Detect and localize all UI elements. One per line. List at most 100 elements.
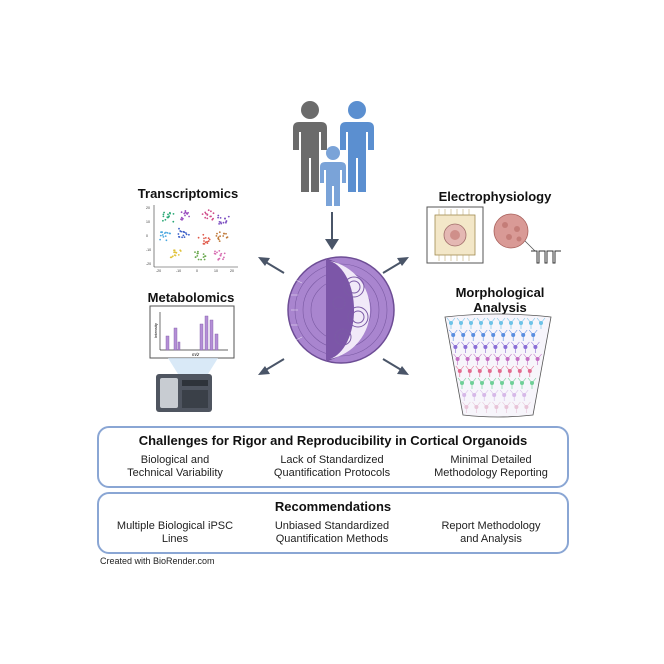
tsne-dot: [223, 252, 226, 255]
tsne-dot: [212, 212, 215, 215]
tsne-dot: [204, 255, 207, 257]
neuron-dendrite: [508, 329, 518, 341]
svg-text:20: 20: [230, 269, 234, 273]
neuron-dendrite: [486, 317, 496, 329]
tsne-dot: [159, 238, 161, 241]
tsne-dot: [213, 252, 216, 255]
tsne-dot: [184, 210, 187, 212]
neuron-dendrite: [458, 329, 468, 341]
tsne-dot: [171, 255, 174, 258]
tsne-dot: [167, 213, 169, 216]
tsne-dot: [194, 256, 197, 258]
tsne-dot: [175, 251, 178, 254]
arrow-down-left-icon: [258, 358, 285, 375]
tsne-dot: [161, 234, 164, 236]
challenge-item-line1: Lack of Standardized: [280, 454, 384, 466]
tsne-dot: [161, 231, 163, 233]
tsne-dot: [202, 233, 205, 236]
tsne-dot: [182, 234, 185, 237]
neuron-dendrite: [451, 341, 460, 353]
tsne-dot: [184, 211, 187, 214]
tsne-dot: [222, 221, 225, 224]
svg-text:-10: -10: [146, 248, 151, 252]
tsne-dot: [220, 252, 223, 255]
challenge-item: Minimal Detailed Methodology Reporting: [421, 454, 561, 480]
credit-text: Created with BioRender.com: [100, 556, 215, 566]
tsne-dot: [223, 256, 225, 259]
tsne-dot: [162, 213, 165, 216]
tsne-dot: [197, 250, 199, 253]
tsne-dot: [206, 213, 209, 216]
tsne-dot: [197, 252, 199, 255]
tsne-dot: [162, 219, 164, 222]
tsne-dot: [168, 232, 171, 235]
tsne-dot: [170, 256, 173, 259]
tsne-dot: [215, 235, 218, 237]
tsne-dot: [218, 240, 221, 242]
svg-text:-10: -10: [176, 269, 181, 273]
neuron-dendrite: [526, 317, 536, 329]
neuron-dendrite: [536, 317, 546, 329]
tsne-dot: [188, 215, 190, 218]
neuron-dendrite: [456, 317, 466, 329]
tsne-dot: [186, 213, 189, 215]
neuron-dendrite: [468, 329, 478, 341]
tsne-dot: [203, 237, 205, 240]
neuron-dendrite: [531, 341, 540, 353]
neuron-dendrite: [511, 341, 520, 353]
tsne-dot: [165, 239, 168, 242]
tsne-dot: [185, 232, 187, 234]
cortical-layers-icon: [444, 313, 552, 418]
neuron-dendrite: [488, 329, 498, 341]
svg-text:0: 0: [146, 234, 148, 238]
challenges-title: Challenges for Rigor and Reproducibility…: [138, 433, 528, 448]
tsne-dot: [162, 236, 165, 238]
neuron-dendrite: [471, 341, 480, 353]
recommendation-item-line2: and Analysis: [460, 533, 522, 545]
tsne-dot: [216, 232, 218, 235]
svg-text:20: 20: [146, 206, 150, 210]
neuron-dendrite: [533, 353, 542, 365]
tsne-dot: [203, 258, 206, 261]
morphological-label-line2: Analysis: [473, 300, 527, 315]
tsne-dot: [194, 251, 196, 253]
neuron-dendrite: [512, 401, 521, 413]
neuron-dendrite: [462, 401, 471, 413]
neuron-dendrite: [476, 317, 486, 329]
arrow-down-right-icon: [382, 358, 409, 375]
challenges-box: Challenges for Rigor and Reproducibility…: [97, 426, 569, 488]
neuron-dendrite: [469, 389, 479, 401]
tsne-dot: [219, 221, 222, 224]
challenge-item-line1: Minimal Detailed: [450, 454, 532, 466]
neuron-dendrite: [448, 329, 458, 341]
neuron-dendrite: [485, 365, 495, 377]
tsne-dot: [210, 215, 212, 218]
tsne-dot: [202, 253, 205, 255]
tsne-dot: [184, 214, 186, 217]
mz-axis-label: m/z: [192, 352, 200, 357]
tsne-dot: [172, 220, 175, 223]
tsne-dot: [197, 258, 200, 261]
tsne-dot: [204, 237, 207, 239]
tsne-dot: [205, 212, 207, 215]
neuron-dendrite: [483, 353, 492, 365]
tsne-dot: [169, 212, 171, 215]
neuron-dendrite: [516, 317, 526, 329]
arrow-up-right-icon: [382, 257, 409, 274]
tsne-dot: [164, 218, 167, 221]
neuron-dendrite: [525, 365, 535, 377]
neuron-dendrite: [509, 389, 519, 401]
tsne-dot: [181, 236, 183, 239]
neuron-dendrite: [482, 401, 491, 413]
challenge-item: Biological and Technical Variability: [105, 454, 245, 480]
tsne-dot: [207, 209, 210, 212]
neuron-dendrite: [499, 389, 509, 401]
tsne-dot: [216, 251, 218, 254]
tsne-dot: [180, 211, 183, 214]
tsne-dot: [182, 217, 184, 220]
tsne-dot: [227, 215, 230, 218]
arrow-up-left-icon: [258, 257, 285, 274]
recommendations-title: Recommendations: [274, 499, 392, 514]
neuron-dendrite: [505, 365, 515, 377]
